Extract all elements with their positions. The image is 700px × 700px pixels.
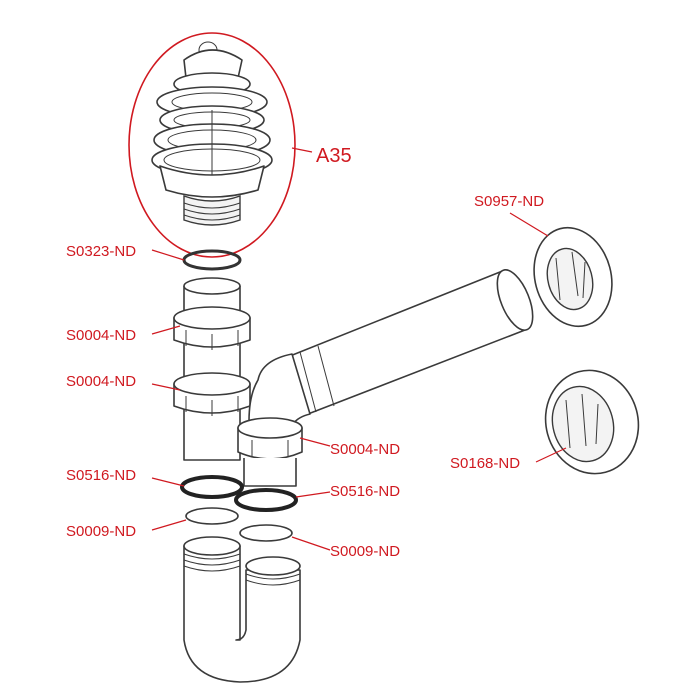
label-s0004-nd-middle: S0004-ND	[66, 373, 136, 390]
label-s0957-nd: S0957-ND	[474, 193, 544, 210]
washer-s0009-left	[185, 507, 239, 525]
waste-arm-assembly	[237, 269, 534, 487]
label-s0004-nd-side: S0004-ND	[330, 441, 400, 458]
wall-flange-s0168	[544, 369, 640, 475]
label-a35: A35	[316, 145, 352, 167]
washer-s0009-right	[239, 524, 293, 542]
nut-s0004-middle	[173, 372, 251, 416]
gasket-s0516-left	[180, 475, 244, 499]
leader-lines	[151, 147, 567, 551]
label-s0516-nd-left: S0516-ND	[66, 467, 136, 484]
gasket-s0516-right	[234, 488, 298, 512]
label-s0009-nd-left: S0009-ND	[66, 523, 136, 540]
a35-highlight-ellipse	[128, 32, 296, 258]
label-s0516-nd-right: S0516-ND	[330, 483, 400, 500]
u-bend-trap	[183, 536, 301, 683]
label-s0004-nd-upper: S0004-ND	[66, 327, 136, 344]
nut-s0004-upper	[173, 306, 251, 350]
wall-flange-s0957	[533, 226, 613, 328]
label-s0323-nd: S0323-ND	[66, 243, 136, 260]
callout-labels: A35 S0957-ND S0323-ND S0004-ND S0004-ND …	[66, 145, 544, 560]
label-s0009-nd-right: S0009-ND	[330, 543, 400, 560]
a35-strainer-assembly	[128, 32, 296, 258]
nut-s0004-side	[237, 417, 303, 460]
label-s0168-nd: S0168-ND	[450, 455, 520, 472]
flat-washer-s0323	[182, 249, 242, 271]
vertical-tube-stack	[173, 249, 251, 461]
